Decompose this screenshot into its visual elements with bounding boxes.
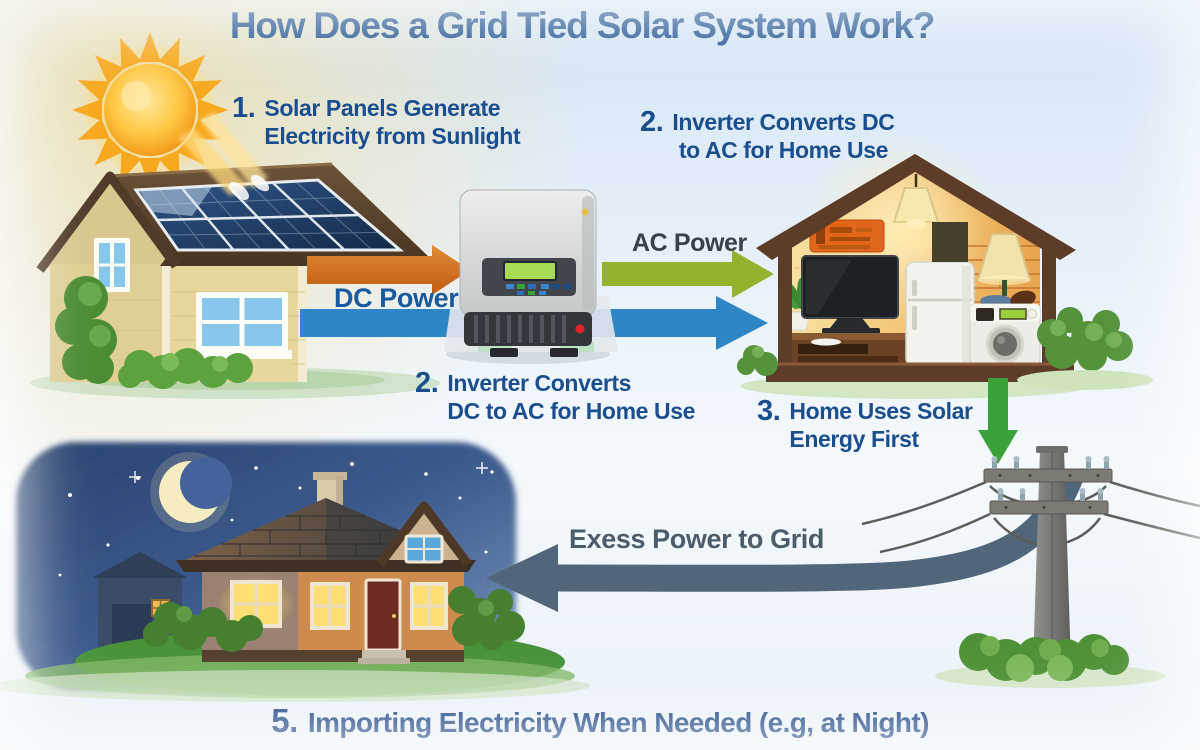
- right-bushes: [1017, 307, 1153, 390]
- beam-tip: [229, 182, 249, 200]
- inverter-body: [459, 189, 597, 317]
- tv-console: [784, 333, 912, 364]
- step2-top-label: 2. Inverter Converts DC to AC for Home U…: [640, 106, 895, 164]
- dc-power-label: DC Power: [334, 283, 459, 313]
- excess-power-label: Exess Power to Grid: [569, 524, 824, 554]
- right-gable-trim: [376, 501, 472, 567]
- step5-number: 5.: [271, 702, 298, 739]
- inverter-foot: [490, 348, 518, 357]
- crossarm-bolts: [998, 474, 1100, 509]
- step2-bottom-number: 2.: [415, 367, 439, 399]
- tree-bush: [55, 276, 117, 384]
- step2-top-line2: to AC for Home Use: [678, 137, 889, 164]
- inverter-side-shade: [582, 196, 594, 310]
- television: [801, 255, 899, 334]
- arrowhead-left: [486, 544, 558, 612]
- floor-beam: [766, 364, 1074, 382]
- night-bushes: [143, 586, 525, 652]
- crescent-moon-icon: [150, 452, 232, 532]
- pole-cap: [1036, 446, 1068, 453]
- ac-power-label: AC Power: [632, 229, 747, 257]
- main-window-lit-2: [410, 582, 448, 630]
- pendant-lamp: [886, 174, 946, 250]
- wall-sign: [809, 219, 885, 253]
- gable-blue-window: [404, 534, 444, 564]
- eave-band: [176, 560, 476, 572]
- night-grass-pale: [0, 670, 590, 702]
- front-bushes: [118, 348, 253, 389]
- step3-label: 3. Home Uses Solar Energy First: [757, 395, 973, 453]
- left-post: [778, 244, 792, 370]
- left-bush: [737, 345, 778, 376]
- star-sparkles: [129, 462, 488, 483]
- excess-to-grid-arrow-green: [978, 378, 1018, 464]
- step1-label: 1. Solar Panels Generate Electricity fro…: [232, 92, 521, 150]
- refrigerator: [905, 261, 975, 367]
- vent-slats: [474, 315, 566, 343]
- insulators: [991, 456, 1110, 501]
- status-led-red: [575, 324, 585, 334]
- chimney-shade: [336, 476, 343, 506]
- ac-power-arrow-green: [602, 250, 774, 298]
- chimney-cap: [313, 472, 347, 480]
- sunbeam-icon: [178, 112, 268, 196]
- step2-top-number: 2.: [640, 106, 664, 138]
- gable-wall: [44, 178, 172, 268]
- excess-power-arrow-gray: [486, 467, 1085, 612]
- front-door: [358, 578, 410, 664]
- step1-line1: Solar Panels Generate: [264, 95, 501, 121]
- home-cutaway-illustration: [737, 135, 1153, 399]
- vent-section: [464, 312, 592, 346]
- wall-cabinet: [932, 222, 968, 262]
- step3-number: 3.: [757, 395, 781, 427]
- inverter-illustration: [444, 189, 618, 364]
- base-plate-right: [560, 342, 594, 352]
- main-window-lit: [310, 582, 350, 630]
- solar-panel-array: [133, 178, 405, 252]
- panel-buttons: [506, 284, 571, 295]
- step3-line2: Energy First: [789, 426, 919, 453]
- night-scene-illustration: [0, 442, 590, 702]
- utility-pole-illustration: [861, 446, 1200, 688]
- night-house: [143, 472, 525, 664]
- crossarm-upper: [983, 468, 1113, 483]
- crossarm-lower: [989, 500, 1109, 515]
- pole-bushes: [935, 633, 1165, 688]
- sun-highlight: [121, 81, 151, 111]
- foundation: [202, 650, 464, 662]
- panel-glare: [140, 187, 212, 216]
- lcd-screen: [503, 261, 557, 281]
- gable-window: [94, 238, 130, 292]
- step1-line2: Electricity from Sunlight: [264, 123, 521, 150]
- status-led-yellow: [581, 208, 589, 216]
- solar-house-illustration: [30, 112, 440, 399]
- dc-power-arrow-orange: [307, 245, 470, 295]
- gable-roof-trim: [36, 171, 180, 273]
- step2-top-line1: Inverter Converts DC: [672, 109, 895, 135]
- step2-bottom-line2: DC to AC for Home Use: [447, 398, 695, 425]
- beam-tip: [250, 174, 270, 192]
- front-window: [192, 292, 292, 359]
- page-title: How Does a Grid Tied Solar System Work?: [229, 5, 936, 46]
- step1-number: 1.: [232, 92, 256, 124]
- step2-bottom-label: 2. Inverter Converts DC to AC for Home U…: [415, 367, 695, 425]
- step3-line1: Home Uses Solar: [789, 398, 973, 424]
- step2-bottom-line1: Inverter Converts: [447, 370, 632, 396]
- washing-machine: [969, 303, 1041, 365]
- base-plate-left: [478, 342, 512, 352]
- corner-trim-left: [162, 262, 171, 382]
- step5-text: Importing Electricity When Needed (e.g, …: [307, 707, 929, 738]
- step5-label: 5. Importing Electricity When Needed (e.…: [0, 702, 1200, 740]
- inverter-foot: [550, 348, 578, 357]
